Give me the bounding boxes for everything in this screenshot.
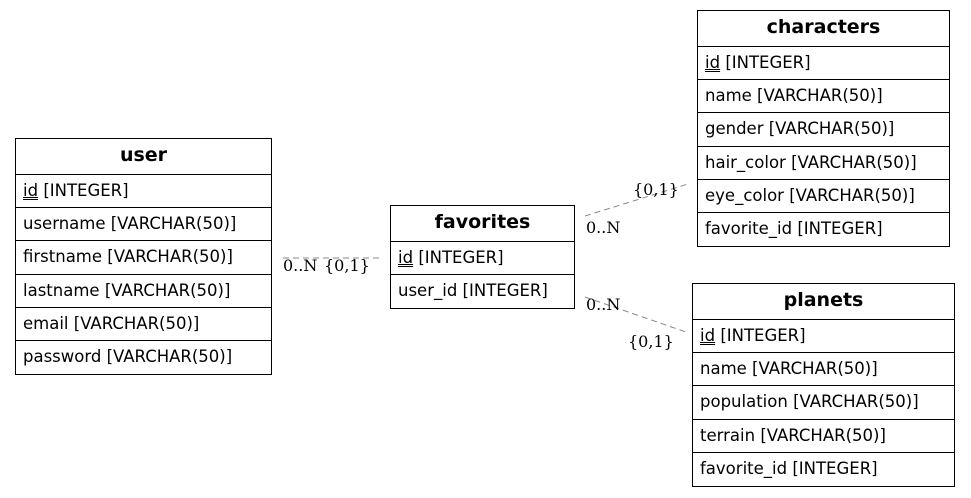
attr-user-id: id [INTEGER] [16,175,271,209]
attr-characters-name: name [VARCHAR(50)] [698,80,949,114]
attr-characters-eye-color: eye_color [VARCHAR(50)] [698,180,949,213]
pk-characters-id: id [705,53,721,72]
attr-characters-favorite-id: favorite_id [INTEGER] [705,218,883,238]
attr-user-password: password [VARCHAR(50)] [23,346,233,366]
entity-title-user: user [16,139,271,175]
pk-user-id: id [23,181,39,200]
attr-planets-favorite-id: favorite_id [INTEGER] [700,458,878,478]
card-favorites-characters-from: 0..N [586,218,620,237]
entity-planets[interactable]: planets id [INTEGER] name [VARCHAR(50)] … [692,283,955,487]
attr-user-username: username [VARCHAR(50)] [16,208,271,242]
pk-planets-id: id [700,326,716,345]
attr-planets-population: population [VARCHAR(50)] [693,386,954,420]
card-user-favorites-to: {0,1} [324,256,370,275]
entity-user[interactable]: user id [INTEGER] username [VARCHAR(50)]… [15,138,272,376]
card-favorites-planets-to: {0,1} [628,332,674,351]
pk-favorites-id: id [398,248,414,267]
attr-characters-gender: gender [VARCHAR(50)] [698,113,949,147]
entity-favorites[interactable]: favorites id [INTEGER] user_id [INTEGER] [390,205,575,310]
entity-characters[interactable]: characters id [INTEGER] name [VARCHAR(50… [697,10,950,248]
card-favorites-characters-to: {0,1} [633,180,679,199]
attr-user-email: email [VARCHAR(50)] [16,308,271,341]
attr-characters-id: id [INTEGER] [698,47,949,81]
entity-title-characters: characters [698,11,949,47]
edge-favorites-characters [584,183,689,217]
entity-title-planets: planets [693,284,954,320]
attr-planets-terrain: terrain [VARCHAR(50)] [693,420,954,453]
attr-planets-id: id [INTEGER] [693,320,954,354]
attr-planets-name: name [VARCHAR(50)] [693,353,954,387]
attr-user-firstname: firstname [VARCHAR(50)] [16,241,271,275]
card-favorites-planets-from: 0..N [586,295,620,314]
edge-favorites-planets [584,296,687,333]
card-user-favorites-from: 0..N [283,256,317,275]
attr-favorites-id: id [INTEGER] [391,242,574,276]
attr-characters-hair-color: hair_color [VARCHAR(50)] [698,147,949,180]
attr-favorites-user-id: user_id [INTEGER] [398,281,548,301]
attr-user-lastname: lastname [VARCHAR(50)] [16,275,271,308]
entity-title-favorites: favorites [391,206,574,242]
